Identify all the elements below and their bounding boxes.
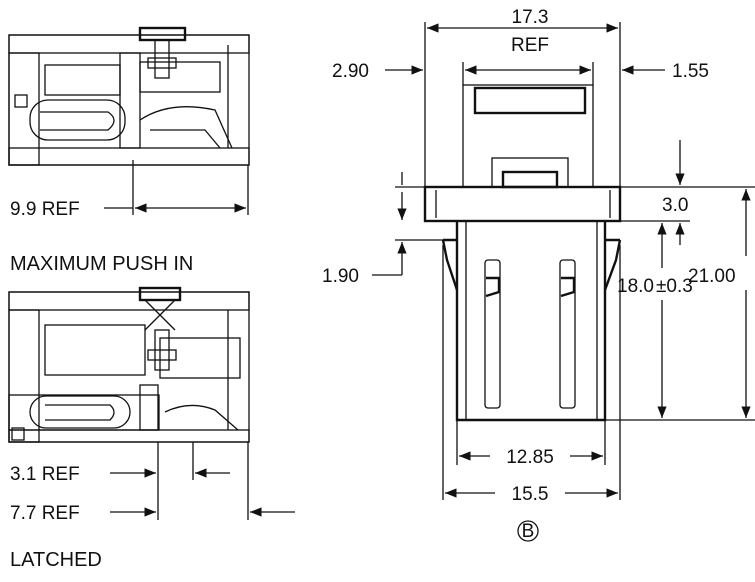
dimension-1-55: 1.55 — [622, 61, 709, 82]
dimension-1-90: 1.90 — [322, 172, 443, 287]
dimension-21-00: 21.00 — [605, 189, 755, 421]
label-18-0: 18.0±0.3 — [617, 276, 693, 297]
dimension-2-90: 2.90 — [332, 61, 594, 85]
connector-front-view — [423, 84, 622, 422]
label-7-7-ref: 7.7 REF — [10, 503, 80, 524]
label-2-90: 2.90 — [332, 61, 369, 82]
label-ref: REF — [511, 35, 549, 56]
dimension-12-85: 12.85 — [456, 420, 606, 468]
label-17-3: 17.3 — [512, 7, 549, 28]
label-1-90: 1.90 — [322, 266, 359, 287]
label-12-85: 12.85 — [506, 447, 554, 468]
circled-b-mark: B — [517, 520, 539, 542]
dimension-15-5: 15.5 — [442, 245, 621, 505]
max-push-in-section-view — [8, 26, 250, 166]
label-3-0: 3.0 — [662, 195, 688, 216]
label-15-5: 15.5 — [512, 484, 549, 505]
dimension-3-0: 3.0 — [605, 140, 755, 245]
dimension-3-1-ref: 3.1 REF — [10, 442, 230, 520]
label-1-55: 1.55 — [672, 61, 709, 82]
dimension-7-7-ref: 7.7 REF — [10, 442, 295, 524]
mark-letter: B — [522, 521, 535, 542]
caption-latched: LATCHED — [10, 549, 102, 571]
dimension-9-9-ref: 9.9 REF — [10, 160, 249, 220]
caption-max-push-in: MAXIMUM PUSH IN — [10, 253, 193, 275]
dimension-18-0: 18.0±0.3 — [617, 223, 693, 418]
label-3-1-ref: 3.1 REF — [10, 464, 80, 485]
dimension-17-3-ref: 17.3 REF — [424, 7, 621, 187]
label-9-9-ref: 9.9 REF — [10, 199, 80, 220]
label-21-00: 21.00 — [688, 266, 736, 287]
latched-section-view — [8, 286, 250, 443]
